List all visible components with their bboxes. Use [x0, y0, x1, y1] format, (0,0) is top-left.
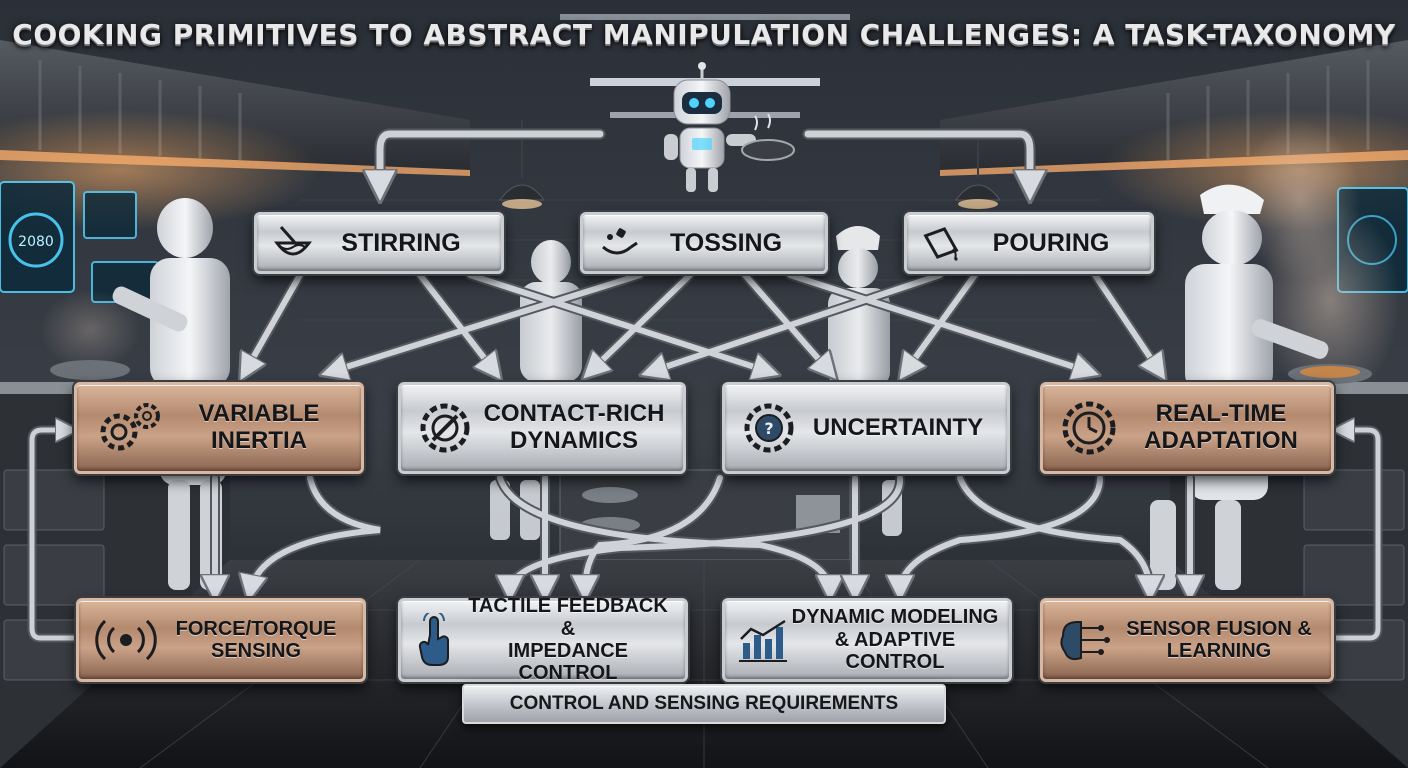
requirement-label-line1: TACTILE FEEDBACK &	[461, 595, 675, 640]
requirement-tactile-feedback: TACTILE FEEDBACK & IMPEDANCE CONTROL	[398, 598, 688, 682]
challenge-label-line2: DYNAMICS	[477, 428, 671, 455]
touch-hand-icon	[411, 613, 461, 667]
challenge-label-line2: ADAPTATION	[1123, 428, 1319, 455]
requirement-label-line2: SENSING	[161, 640, 351, 662]
requirements-footer: CONTROL AND SENSING REQUIREMENTS	[462, 684, 946, 724]
challenge-uncertainty: ? UNCERTAINTY	[722, 382, 1010, 474]
requirement-dynamic-modeling: DYNAMIC MODELING & ADAPTIVE CONTROL	[722, 598, 1012, 682]
challenge-label-line2: INERTIA	[171, 428, 347, 455]
vibration-sensor-icon	[91, 615, 161, 665]
challenge-label-line1: VARIABLE	[171, 401, 347, 428]
pitcher-pour-icon	[921, 225, 965, 261]
primitive-label: POURING	[965, 229, 1137, 257]
bowl-spoon-icon	[271, 225, 315, 261]
challenge-label-line1: UNCERTAINTY	[801, 415, 995, 442]
svg-text:?: ?	[764, 419, 773, 438]
requirement-label-line2: LEARNING	[1117, 640, 1321, 662]
primitive-label: STIRRING	[315, 229, 487, 257]
requirement-label-line1: SENSOR FUSION &	[1117, 618, 1321, 640]
clock-gear-icon	[1055, 397, 1123, 459]
primitive-stirring: STIRRING	[254, 212, 504, 274]
gears-icon	[91, 398, 171, 458]
question-gear-icon: ?	[737, 398, 801, 458]
challenge-real-time-adaptation: REAL-TIME ADAPTATION	[1040, 382, 1334, 474]
challenge-variable-inertia: VARIABLE INERTIA	[74, 382, 364, 474]
footer-label: CONTROL AND SENSING REQUIREMENTS	[510, 693, 898, 715]
primitive-tossing: TOSSING	[580, 212, 828, 274]
requirement-label-line2: & ADAPTIVE CONTROL	[791, 629, 999, 674]
diagram-title: COOKING PRIMITIVES TO ABSTRACT MANIPULAT…	[0, 18, 1408, 51]
gear-wrench-icon	[413, 398, 477, 458]
requirement-label-line1: DYNAMIC MODELING	[791, 606, 999, 628]
primitive-label: TOSSING	[641, 229, 811, 257]
bar-chart-icon	[735, 617, 791, 663]
challenge-contact-rich-dynamics: CONTACT-RICH DYNAMICS	[398, 382, 686, 474]
challenge-label-line1: REAL-TIME	[1123, 401, 1319, 428]
requirement-force-torque-sensing: FORCE/TORQUE SENSING	[76, 598, 366, 682]
requirement-sensor-fusion: SENSOR FUSION & LEARNING	[1040, 598, 1334, 682]
brain-circuit-icon	[1053, 614, 1117, 666]
primitive-pouring: POURING	[904, 212, 1154, 274]
challenge-label-line1: CONTACT-RICH	[477, 401, 671, 428]
pan-toss-icon	[597, 225, 641, 261]
requirement-label-line1: FORCE/TORQUE	[161, 618, 351, 640]
hud-readout: 2080	[18, 234, 54, 250]
requirement-label-line2: IMPEDANCE CONTROL	[461, 640, 675, 685]
